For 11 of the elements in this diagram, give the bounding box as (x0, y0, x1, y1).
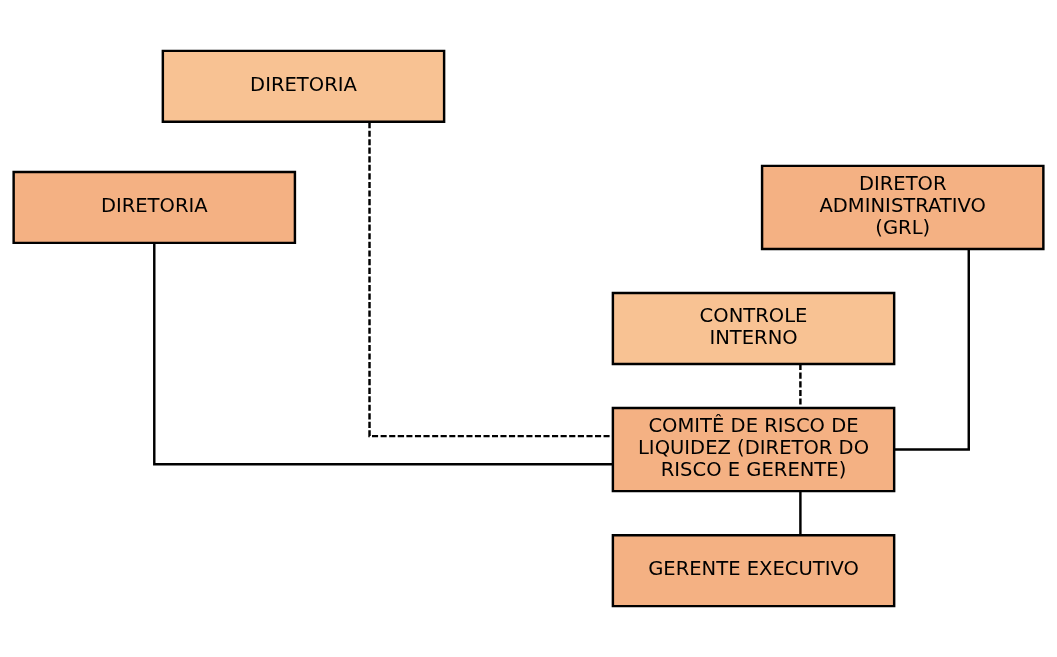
node-box: COMITÊ DE RISCO DE LIQUIDEZ (DIRETOR DO RISCO E GERENTE) (611, 406, 896, 493)
connector (368, 122, 613, 438)
node-box: DIRETOR ADMINISTRATIVO (GRL) (760, 164, 1045, 251)
node-box: GERENTE EXECUTIVO (611, 533, 896, 608)
node-box: CONTROLE INTERNO (611, 291, 896, 366)
connector (799, 364, 802, 408)
connector (153, 243, 613, 466)
connector (799, 491, 802, 535)
node-box: DIRETORIA (12, 170, 297, 245)
connector (894, 249, 970, 451)
node-box: DIRETORIA (161, 49, 446, 124)
